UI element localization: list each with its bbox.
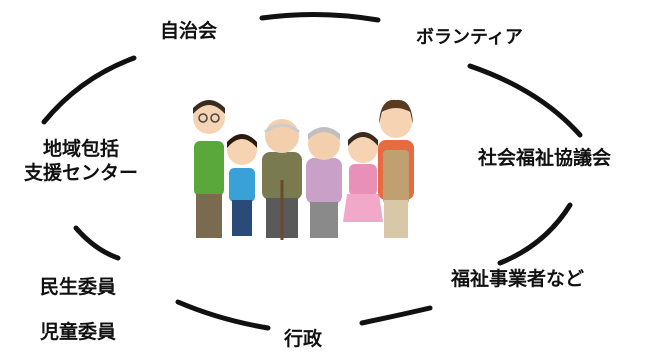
father-figure xyxy=(193,100,225,238)
grandfather-figure xyxy=(262,119,302,240)
arc-left-upper xyxy=(41,55,137,125)
arc-top xyxy=(259,11,381,23)
arc-left-lower xyxy=(73,225,121,261)
mother-figure xyxy=(378,99,414,238)
family-illustration xyxy=(193,99,414,240)
node-minsei-iin: 民生委員 xyxy=(40,276,117,298)
node-chiiki-line2: 支援センター xyxy=(24,161,139,184)
arc-bottom-left xyxy=(175,299,271,331)
node-jido-iin: 児童委員 xyxy=(40,321,117,343)
node-shakai-fukushi-kyogikai: 社会福祉協議会 xyxy=(478,147,612,169)
node-chiiki-line1: 地域包括 xyxy=(43,138,120,160)
arc-upper-right xyxy=(467,63,583,138)
arc-right xyxy=(497,202,573,266)
grandmother-figure xyxy=(306,127,342,238)
node-fukushi-jigyosha: 福祉事業者など xyxy=(451,268,585,290)
node-gyosei: 行政 xyxy=(284,328,323,350)
girl-figure xyxy=(343,132,383,222)
boy-figure xyxy=(227,134,257,236)
node-volunteer: ボランティア xyxy=(416,27,523,48)
node-chiiki-houkatsu: 地域包括 支援センター xyxy=(24,138,138,186)
node-jichikai: 自治会 xyxy=(160,20,218,42)
arc-bottom-right xyxy=(359,305,433,326)
